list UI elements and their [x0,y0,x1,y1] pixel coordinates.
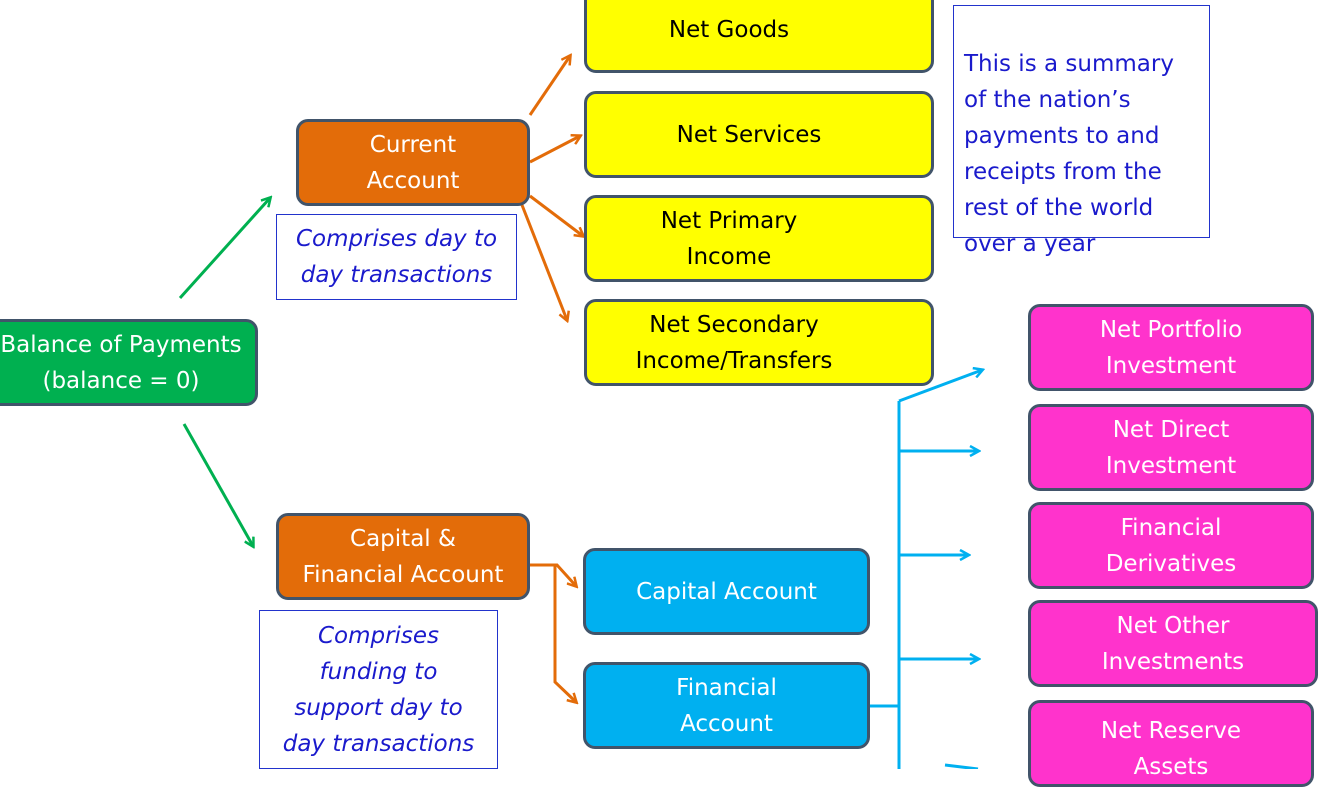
arrow-current-to-primary [529,194,583,236]
net-goods-node[interactable]: Net Goods [584,0,934,73]
capital-account-note-text: Comprises funding to support day to day … [282,622,475,757]
net-portfolio-investment-label: Net Portfolio Investment [1099,316,1243,379]
net-services-node[interactable]: Net Services [584,91,934,178]
capital-financial-account-label: Capital & Financial Account [302,525,504,588]
connector-arrows [178,0,1328,769]
current-account-node[interactable]: Current Account [296,119,530,206]
balance-of-payments-label: Balance of Payments (balance = 0) [0,331,242,394]
net-secondary-income-node[interactable]: Net Secondary Income/Transfers [584,299,934,386]
arrow-current-to-goods [528,56,570,116]
net-other-investments-label: Net Other Investments [1101,612,1245,675]
capital-account-node[interactable]: Capital Account [583,548,870,635]
net-direct-investment-label: Net Direct Investment [1105,416,1237,479]
net-primary-income-label: Net Primary Income [660,207,798,270]
arrow-bop-to-capital-financial [182,423,253,546]
net-direct-investment-node[interactable]: Net Direct Investment [1028,404,1314,491]
financial-derivatives-label: Financial Derivatives [1105,514,1237,577]
arrow-fin-to-portfolio [898,370,982,403]
current-account-note: Comprises day to day transactions [276,214,517,300]
net-other-investments-node[interactable]: Net Other Investments [1028,600,1318,687]
current-account-note-text: Comprises day to day transactions [295,226,498,288]
current-account-label: Current Account [366,131,460,194]
net-goods-label: Net Goods [668,16,790,43]
net-primary-income-node[interactable]: Net Primary Income [584,195,934,282]
arrow-fin-to-reserve [944,763,979,769]
capital-account-note: Comprises funding to support day to day … [259,610,498,769]
financial-account-node[interactable]: Financial Account [583,662,870,749]
summary-note-text: This is a summary of the nation’s paymen… [964,51,1174,257]
capital-financial-account-node[interactable]: Capital & Financial Account [276,513,530,600]
net-portfolio-investment-node[interactable]: Net Portfolio Investment [1028,304,1314,391]
financial-derivatives-node[interactable]: Financial Derivatives [1028,502,1314,589]
capital-account-label: Capital Account [636,578,817,605]
net-reserve-assets-node[interactable]: Net Reserve Assets [1028,700,1314,787]
financial-account-label: Financial Account [676,674,777,737]
net-reserve-assets-label: Net Reserve Assets [1100,718,1242,780]
arrow-current-to-services [529,136,580,164]
summary-note: This is a summary of the nation’s paymen… [953,5,1210,257]
arrow-cfa-to-capital [529,563,576,586]
balance-of-payments-node[interactable]: Balance of Payments (balance = 0) [0,319,258,406]
net-secondary-income-label: Net Secondary Income/Transfers [635,311,833,374]
arrow-cfa-to-financial [549,563,576,702]
net-services-label: Net Services [676,121,822,148]
arrow-current-to-secondary [520,204,567,320]
arrow-bop-to-current [178,198,270,300]
